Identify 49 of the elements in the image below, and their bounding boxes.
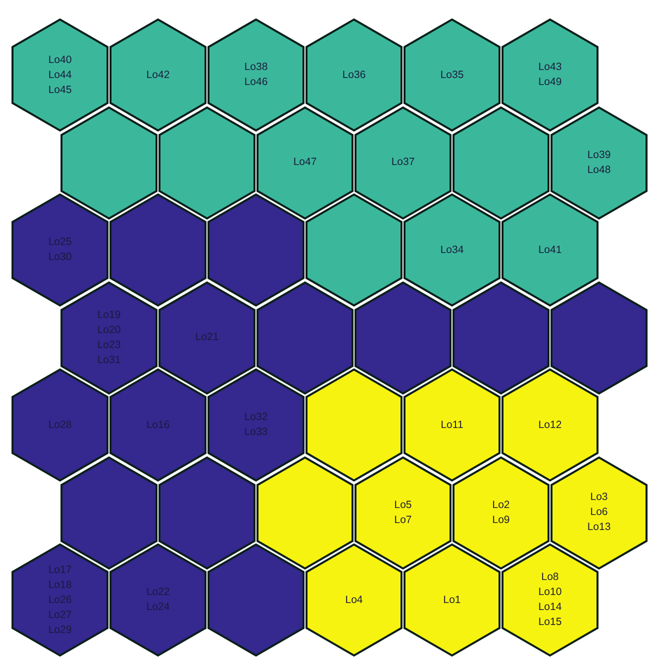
item-label: Lo19 <box>97 308 121 322</box>
item-label: Lo20 <box>97 322 121 338</box>
item-label: Lo29 <box>48 622 72 638</box>
item-label: Lo3 <box>590 490 608 505</box>
item-label: Lo22 <box>146 585 170 600</box>
item-label: Lo6 <box>590 505 608 520</box>
item-label: Lo5 <box>394 498 412 512</box>
item-label: Lo2 <box>492 498 510 512</box>
item-label: Lo16 <box>146 418 170 432</box>
item-label: Lo12 <box>538 418 562 432</box>
item-label: Lo7 <box>394 512 412 528</box>
item-label: Lo30 <box>48 250 72 265</box>
item-label: Lo28 <box>48 418 72 432</box>
item-label: Lo42 <box>146 68 170 82</box>
item-label: Lo43 <box>538 60 562 75</box>
item-label: Lo48 <box>587 162 611 178</box>
item-label: Lo10 <box>538 585 562 600</box>
item-label: Lo39 <box>587 148 611 162</box>
item-label: Lo18 <box>48 578 72 592</box>
item-label: Lo15 <box>538 615 562 630</box>
item-label: Lo14 <box>538 600 562 615</box>
item-label: Lo26 <box>48 592 72 608</box>
item-label: Lo44 <box>48 68 72 82</box>
item-label: Lo35 <box>440 68 464 82</box>
item-label: Lo36 <box>342 68 366 82</box>
item-label: Lo9 <box>492 512 510 528</box>
item-label: Lo41 <box>538 242 562 258</box>
item-label: Lo17 <box>48 562 72 578</box>
item-label: Lo8 <box>541 570 559 585</box>
item-label: Lo45 <box>48 82 72 98</box>
item-label: Lo37 <box>391 155 415 170</box>
item-label: Lo47 <box>293 155 317 170</box>
item-label: Lo27 <box>48 608 72 622</box>
item-label: Lo25 <box>48 235 72 250</box>
item-label: Lo31 <box>97 352 121 368</box>
item-label: Lo21 <box>195 330 219 345</box>
item-label: Lo49 <box>538 75 562 90</box>
item-label: Lo1 <box>443 592 461 608</box>
item-label: Lo23 <box>97 338 121 352</box>
item-label: Lo46 <box>244 75 268 90</box>
item-label: Lo40 <box>48 52 72 68</box>
item-label: Lo34 <box>440 242 464 258</box>
item-label: Lo33 <box>244 425 268 440</box>
item-label: Lo13 <box>587 520 611 535</box>
item-label: Lo4 <box>345 592 363 608</box>
item-label: Lo32 <box>244 410 268 425</box>
item-label: Lo38 <box>244 60 268 75</box>
item-label: Lo11 <box>440 418 464 432</box>
item-label: Lo24 <box>146 600 170 615</box>
